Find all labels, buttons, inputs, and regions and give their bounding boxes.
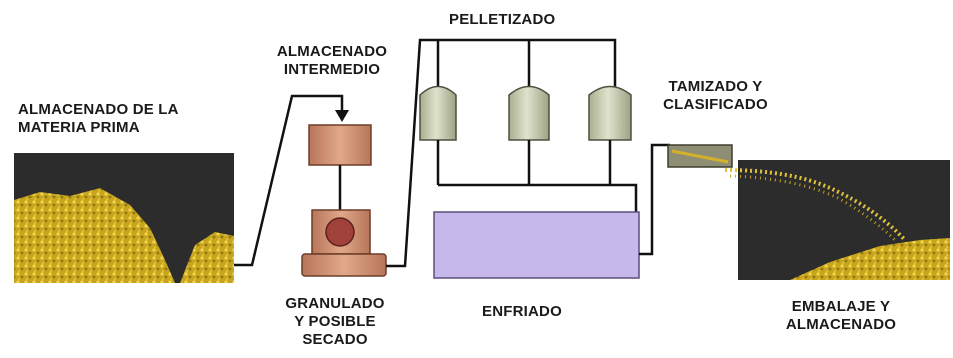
pellet-silo	[508, 85, 550, 141]
raw-material-storage	[14, 153, 234, 283]
pellet-silo	[588, 85, 632, 141]
intermediate-hopper	[308, 124, 372, 210]
granulator	[301, 209, 387, 277]
pipe-storage-to-hopper	[234, 94, 344, 267]
screen-classifier	[667, 144, 733, 168]
pipe-silos-to-cooler	[436, 140, 638, 212]
arrow-icon	[335, 110, 349, 122]
label-raw-material-storage: ALMACENADO DE LA MATERIA PRIMA	[18, 101, 179, 136]
label-screening: TAMIZADO Y CLASIFICADO	[663, 78, 768, 113]
label-pelletizing: PELLETIZADO	[449, 11, 556, 28]
pipe-granulator-to-pellet	[386, 38, 617, 268]
packaging-storage	[724, 160, 950, 280]
label-cooling: ENFRIADO	[482, 303, 562, 320]
label-intermediate-storage: ALMACENADO INTERMEDIO	[276, 43, 388, 78]
pipe-cooler-to-screen	[639, 143, 670, 256]
cooler	[433, 211, 640, 279]
label-packaging: EMBALAJE Y ALMACENADO	[785, 298, 897, 333]
pellet-silo	[419, 85, 457, 141]
label-granulation: GRANULADO Y POSIBLE SECADO	[285, 295, 385, 348]
